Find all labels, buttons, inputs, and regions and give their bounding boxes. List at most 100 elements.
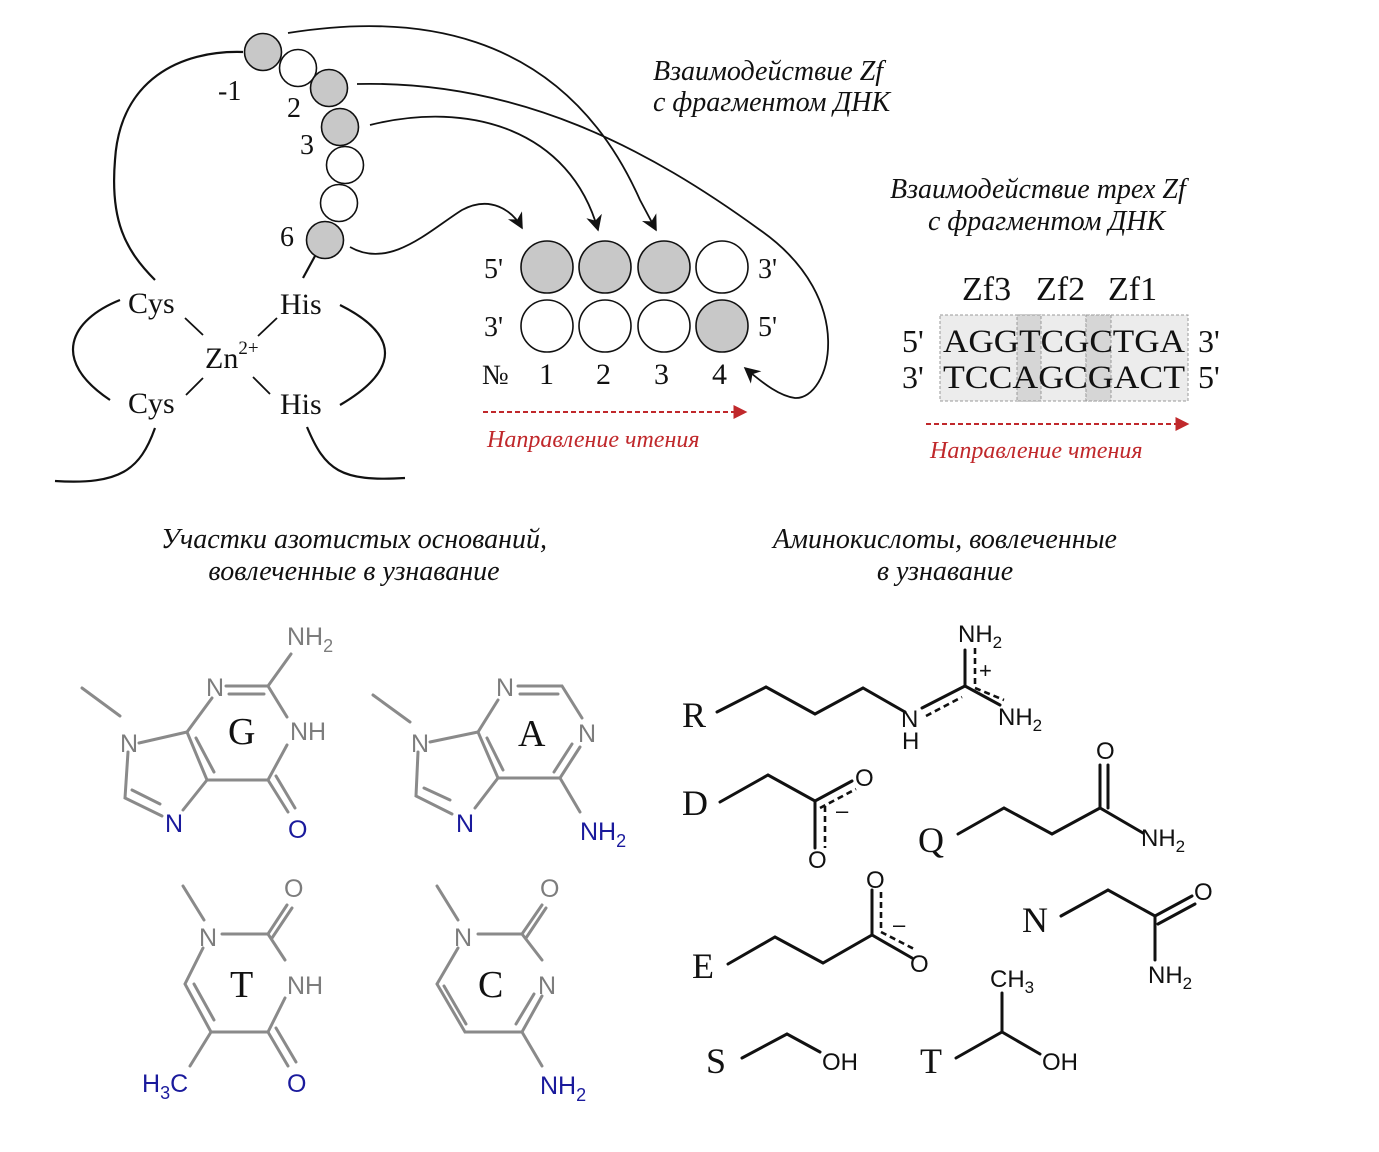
svg-text:OH: OH <box>1042 1049 1078 1076</box>
svg-text:–: – <box>893 912 906 937</box>
dna-base-contacted <box>520 240 574 294</box>
residue-letter: S <box>706 1041 726 1081</box>
svg-text:O: O <box>287 1070 306 1098</box>
seq-top: AGGTCGCTGA <box>943 324 1185 360</box>
finger-label-zf2: Zf2 <box>1036 271 1085 308</box>
helix-pos-label: 2 <box>287 93 301 124</box>
overlap-zf3-zf2 <box>1016 314 1042 402</box>
svg-text:NH2: NH2 <box>540 1072 586 1105</box>
finger-label-zf1: Zf1 <box>1108 271 1157 308</box>
three-zf-title-1: Взаимодействие трех Zf <box>890 174 1189 205</box>
position-number: 4 <box>712 358 727 391</box>
amino-glutamine: Q O NH2 <box>918 738 1185 860</box>
svg-text:N: N <box>456 810 474 838</box>
dna-base <box>578 299 632 353</box>
backbone-his-loop <box>339 304 387 406</box>
base-letter: A <box>518 713 546 755</box>
ligand-cys-bottom: Cys <box>128 387 175 420</box>
arrow-pos3-to-2 <box>369 115 602 232</box>
amino-threonine: T CH3 OH <box>920 966 1078 1081</box>
svg-text:O: O <box>866 867 885 894</box>
amino-serine: S OH <box>706 1032 858 1081</box>
dna-base <box>695 240 749 294</box>
finger-label-zf3: Zf3 <box>962 271 1011 308</box>
his-link <box>302 255 316 279</box>
residue-letter: T <box>920 1041 942 1081</box>
amino-asparagine: N O NH2 <box>1022 879 1213 993</box>
coord-bond <box>185 377 204 396</box>
overlap-zf2-zf1 <box>1085 314 1112 402</box>
svg-text:N: N <box>411 730 429 758</box>
single-zf-title-1: Взаимодействие Zf <box>653 56 886 87</box>
svg-text:O: O <box>540 875 559 903</box>
svg-text:O: O <box>1194 879 1213 906</box>
arrow-pos2-to-4 <box>356 83 829 399</box>
dna-base-contacted <box>695 299 749 353</box>
position-number: 2 <box>596 358 611 391</box>
position-number: 3 <box>654 358 669 391</box>
helix-residue <box>319 183 359 223</box>
base-letter: G <box>228 711 255 753</box>
helix-residue-contact <box>305 220 345 260</box>
svg-text:H: H <box>902 728 919 755</box>
dna-base-contacted <box>578 240 632 294</box>
helix-residue-contact <box>309 68 349 108</box>
ligand-cys-top: Cys <box>128 287 175 320</box>
base-letter: C <box>478 964 503 1006</box>
number-sign: № <box>482 360 509 391</box>
single-zf-title-2: с фрагментом ДНК <box>653 87 891 118</box>
helix-residue <box>278 48 318 88</box>
bases-title-1: Участки азотистых оснований, <box>161 524 547 555</box>
svg-text:O: O <box>1096 738 1115 765</box>
base-thymine: O N NH H3C O T <box>142 875 323 1103</box>
coord-bond <box>252 376 271 395</box>
strand-bottom-3prime: 3' <box>484 312 503 343</box>
svg-text:N: N <box>206 674 224 702</box>
helix-pos-label: -1 <box>218 76 241 107</box>
svg-text:N: N <box>120 730 138 758</box>
svg-text:N: N <box>538 972 556 1000</box>
helix-pos-label: 6 <box>280 222 294 253</box>
residue-letter: E <box>692 946 714 986</box>
coord-bond <box>184 317 204 336</box>
reading-direction-label: Направление чтения <box>486 427 700 453</box>
svg-text:N: N <box>578 720 596 748</box>
interaction-arrows <box>287 25 829 399</box>
coord-bond <box>257 317 278 337</box>
strand-top-5prime: 5' <box>484 254 503 285</box>
recognition-helix <box>243 32 365 260</box>
svg-text:O: O <box>910 951 929 978</box>
svg-text:CH3: CH3 <box>990 966 1034 997</box>
seq-bottom: TCCAGCGACT <box>943 360 1185 396</box>
svg-text:N: N <box>901 706 918 733</box>
svg-text:NH: NH <box>287 972 323 1000</box>
base-guanine: NH2 N NH N N O G <box>80 623 333 844</box>
svg-text:–: – <box>836 798 849 823</box>
base-letter: T <box>230 964 253 1006</box>
helix-residue-contact <box>243 32 283 72</box>
arrow-pos6-to-1 <box>349 203 523 255</box>
dna-base <box>637 299 691 353</box>
base-cytosine: O N N NH2 C <box>435 875 586 1105</box>
svg-text:NH: NH <box>290 718 326 746</box>
helix-pos-label: 3 <box>300 130 314 161</box>
three-zf-title-2: с фрагментом ДНК <box>928 206 1166 237</box>
strand-bottom-5prime: 5' <box>758 312 777 343</box>
arrow-pos-minus1-to-3 <box>287 25 657 232</box>
svg-text:NH2: NH2 <box>998 704 1042 735</box>
backbone-cys-loop <box>71 298 121 401</box>
backbone-bottom-left <box>54 427 157 483</box>
svg-text:O: O <box>288 816 307 844</box>
helix-residue-contact <box>320 107 360 147</box>
seq-bottom-5prime: 5' <box>1198 359 1220 395</box>
ligand-his-bottom: His <box>280 388 322 421</box>
svg-text:NH2: NH2 <box>287 623 333 656</box>
backbone-left-loop <box>113 50 244 281</box>
amino-arginine: R NH2 + N H NH2 <box>682 621 1042 755</box>
bases-title-2: вовлеченные в узнавание <box>208 556 499 587</box>
single-zf-panel: Взаимодействие Zf с фрагментом ДНК 5' 3'… <box>482 56 891 453</box>
dna-base-contacted <box>637 240 691 294</box>
residue-letter: N <box>1022 900 1048 940</box>
amino-title-1: Аминокислоты, вовлеченные <box>771 524 1117 555</box>
